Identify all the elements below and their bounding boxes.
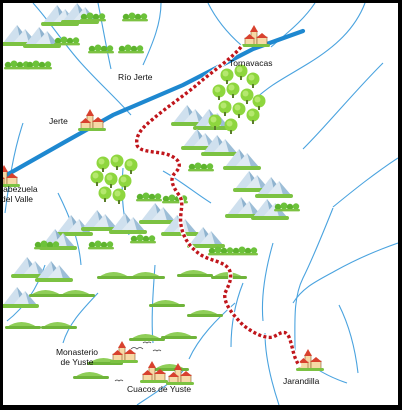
label-rio-jerte: Río Jerte — [118, 72, 153, 82]
map-canvas — [3, 3, 398, 405]
label-monasterio-line2: de Yuste — [60, 357, 94, 367]
map-view[interactable]: Río Jerte Jerte Tornavacas Cabezuela del… — [3, 3, 398, 405]
label-cabezuela-line1: Cabezuela — [3, 184, 38, 194]
label-tornavacas: Tornavacas — [229, 58, 273, 68]
village-jarandilla[interactable] — [295, 348, 325, 372]
streams — [4, 3, 398, 405]
village-monasterio[interactable] — [109, 340, 139, 364]
label-cabezuela-line2: del Valle — [3, 194, 33, 204]
bird-icon — [114, 341, 162, 382]
label-jerte: Jerte — [49, 116, 68, 126]
forest-tornavacas — [208, 64, 266, 134]
label-jarandilla: Jarandilla — [283, 376, 320, 386]
label-monasterio-line1: Monasterio — [55, 347, 99, 357]
village-tornavacas[interactable] — [241, 24, 271, 48]
label-cuacos: Cuacos de Yuste — [127, 384, 192, 394]
forest-cabezuela — [90, 154, 138, 204]
hiking-route[interactable] — [134, 44, 302, 368]
